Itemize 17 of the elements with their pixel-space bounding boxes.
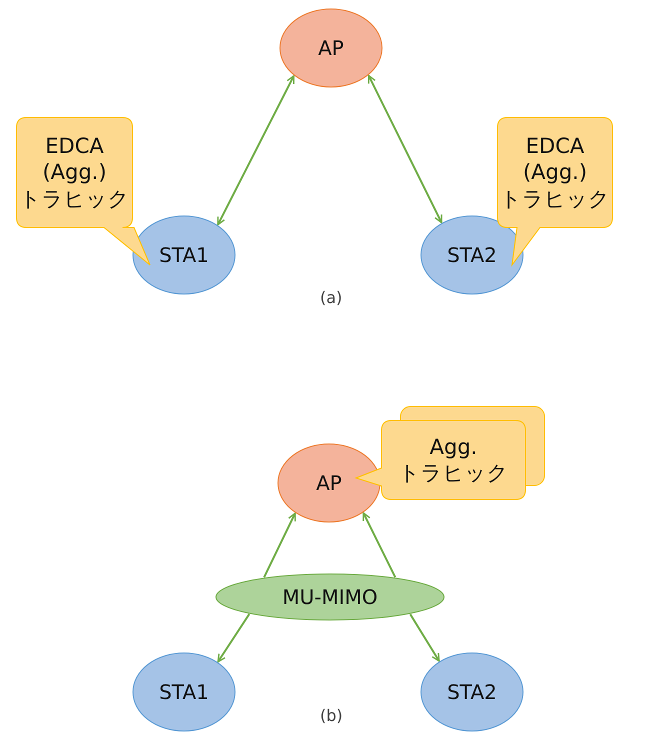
speech-bubble: EDCA (Agg.) トラヒック <box>16 117 152 267</box>
arrow <box>409 614 440 662</box>
arrow <box>263 512 296 578</box>
ellipse-node: AP <box>277 443 381 523</box>
speech-bubble: EDCA (Agg.) トラヒック <box>495 117 615 267</box>
arrow <box>368 74 442 224</box>
arrow <box>217 614 250 662</box>
arrow <box>362 512 396 578</box>
ellipse-node: STA1 <box>132 215 236 295</box>
ellipse-node: STA2 <box>420 652 524 732</box>
panel-label: (b) <box>320 706 343 725</box>
ellipse-node: STA2 <box>420 215 524 295</box>
ellipse-node: AP <box>279 8 383 88</box>
arrow <box>217 75 295 226</box>
ellipse-node: MU-MIMO <box>215 573 445 621</box>
ellipse-node: STA1 <box>132 652 236 732</box>
panel-label: (a) <box>320 288 342 307</box>
